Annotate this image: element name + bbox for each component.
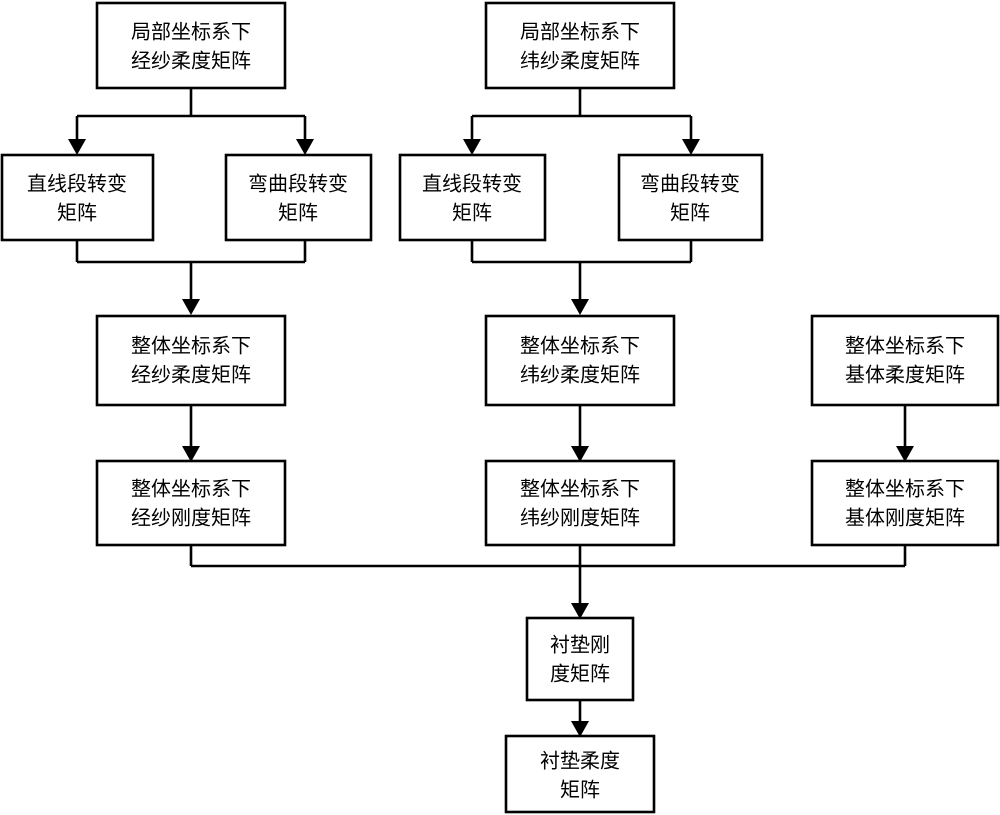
node-warp-global-stiffness-line2: 经纱刚度矩阵 <box>131 506 251 530</box>
node-weft-global-compliance-line2: 纬纱柔度矩阵 <box>520 363 640 387</box>
node-warp-curved-transform-line1: 弯曲段转变 <box>248 172 348 196</box>
node-weft-local-compliance[interactable]: 局部坐标系下 纬纱柔度矩阵 <box>484 1 676 90</box>
node-weft-straight-transform-line2: 矩阵 <box>452 201 492 225</box>
node-warp-straight-transform-line1: 直线段转变 <box>27 172 127 196</box>
connector-matrix-compliance-to-stiffness <box>896 405 914 462</box>
node-cushion-stiffness-line1: 衬垫刚 <box>550 633 610 657</box>
connector-weft-merge <box>470 240 693 315</box>
node-weft-straight-transform[interactable]: 直线段转变 矩阵 <box>398 153 547 242</box>
node-weft-global-compliance-line1: 整体坐标系下 <box>520 334 640 358</box>
node-warp-local-compliance-line2: 经纱柔度矩阵 <box>131 49 251 73</box>
node-cushion-compliance[interactable]: 衬垫柔度 矩阵 <box>504 734 656 814</box>
node-warp-local-compliance[interactable]: 局部坐标系下 经纱柔度矩阵 <box>95 1 287 90</box>
node-weft-curved-transform[interactable]: 弯曲段转变 矩阵 <box>617 153 764 242</box>
node-warp-global-stiffness-line1: 整体坐标系下 <box>131 477 251 501</box>
node-matrix-global-compliance[interactable]: 整体坐标系下 基体柔度矩阵 <box>810 314 1000 407</box>
node-weft-curved-transform-line2: 矩阵 <box>670 201 710 225</box>
node-warp-curved-transform[interactable]: 弯曲段转变 矩阵 <box>224 153 373 242</box>
connector-warp-compliance-to-stiffness <box>182 405 200 462</box>
node-warp-curved-transform-line2: 矩阵 <box>278 201 318 225</box>
node-cushion-stiffness-line2: 度矩阵 <box>550 662 610 686</box>
node-weft-global-stiffness-line2: 纬纱刚度矩阵 <box>520 506 640 530</box>
node-warp-straight-transform-line2: 矩阵 <box>57 201 97 225</box>
connector-weft-compliance-to-stiffness <box>571 405 589 462</box>
node-warp-global-compliance[interactable]: 整体坐标系下 经纱柔度矩阵 <box>95 314 287 407</box>
connector-weft-split <box>463 88 700 155</box>
node-weft-curved-transform-line1: 弯曲段转变 <box>640 172 740 196</box>
node-weft-global-compliance[interactable]: 整体坐标系下 纬纱柔度矩阵 <box>484 314 676 407</box>
node-cushion-compliance-line2: 矩阵 <box>560 778 600 802</box>
node-warp-global-compliance-line2: 经纱柔度矩阵 <box>131 363 251 387</box>
node-warp-local-compliance-line1: 局部坐标系下 <box>131 20 251 44</box>
node-matrix-global-stiffness[interactable]: 整体坐标系下 基体刚度矩阵 <box>810 459 1000 547</box>
node-matrix-global-compliance-line2: 基体柔度矩阵 <box>845 363 965 387</box>
node-matrix-global-stiffness-line2: 基体刚度矩阵 <box>845 506 965 530</box>
node-cushion-stiffness[interactable]: 衬垫刚 度矩阵 <box>525 616 635 702</box>
node-weft-straight-transform-line1: 直线段转变 <box>422 172 522 196</box>
node-weft-local-compliance-line1: 局部坐标系下 <box>520 20 640 44</box>
node-weft-local-compliance-line2: 纬纱柔度矩阵 <box>520 49 640 73</box>
node-weft-global-stiffness-line1: 整体坐标系下 <box>520 477 640 501</box>
node-warp-global-compliance-line1: 整体坐标系下 <box>131 334 251 358</box>
connector-warp-split <box>68 88 314 155</box>
node-cushion-compliance-line1: 衬垫柔度 <box>540 749 620 773</box>
connector-stiffness-merge <box>189 545 907 619</box>
connector-warp-merge <box>75 240 307 315</box>
node-warp-straight-transform[interactable]: 直线段转变 矩阵 <box>0 153 155 242</box>
node-matrix-global-compliance-line1: 整体坐标系下 <box>845 334 965 358</box>
node-weft-global-stiffness[interactable]: 整体坐标系下 纬纱刚度矩阵 <box>484 459 676 547</box>
node-matrix-global-stiffness-line1: 整体坐标系下 <box>845 477 965 501</box>
node-warp-global-stiffness[interactable]: 整体坐标系下 经纱刚度矩阵 <box>95 459 287 547</box>
connector-cushion-stiffness-to-compliance <box>571 700 589 737</box>
